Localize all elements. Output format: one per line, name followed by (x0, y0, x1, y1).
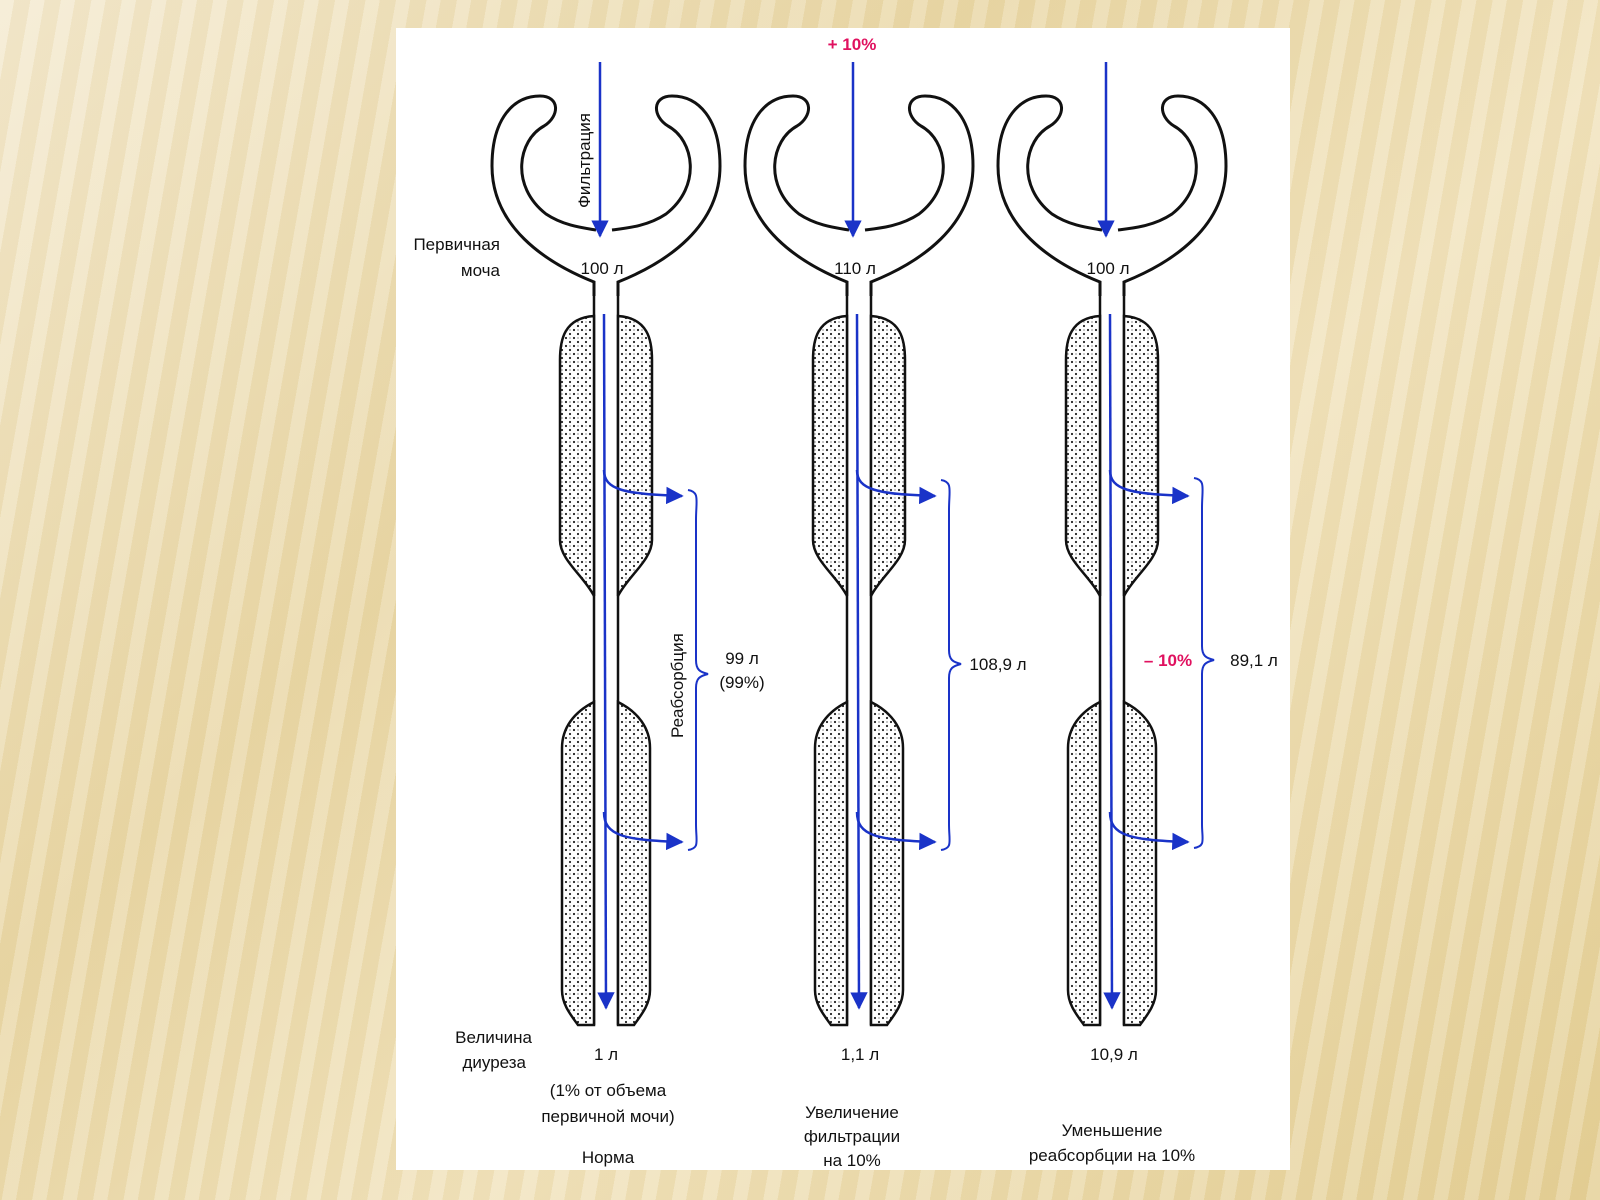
reabsorbed-percent-normal: (99%) (719, 673, 764, 692)
reabsorbed-volume-normal: 99 л (725, 649, 759, 668)
reabsorption-brace (1193, 477, 1215, 849)
tubule-flow-arrow (1103, 313, 1121, 1010)
nephron-decreased-reabsorption (996, 62, 1228, 1027)
filtration-label: Фильтрация (575, 113, 594, 208)
bowman-capsule (996, 94, 1228, 296)
primary-volume-normal: 100 л (580, 259, 623, 278)
epithelium-upper-right (869, 314, 907, 597)
reabsorption-brace (940, 479, 962, 851)
reabsorption-arrow-lower (855, 811, 937, 851)
nephron-normal (490, 62, 722, 1027)
output-volume-decreased: 10,9 л (1090, 1045, 1138, 1064)
epithelium-lower-right (869, 699, 905, 1027)
caption-decreased-line-1: Уменьшение (1062, 1121, 1163, 1140)
tubule-flow-arrow (597, 313, 615, 1010)
primary-volume-decreased: 100 л (1086, 259, 1129, 278)
reabsorption-arrow-upper (1108, 469, 1190, 505)
reabsorption-label: Реабсорбция (668, 633, 687, 738)
reabsorption-arrow-upper (602, 469, 684, 505)
output-volume-increased: 1,1 л (841, 1045, 879, 1064)
reabsorption-decrease-mark: – 10% (1144, 651, 1192, 670)
nephron-increased-filtration (743, 62, 975, 1027)
filtration-increase-mark: + 10% (828, 35, 877, 54)
tubule-flow-arrow (850, 313, 868, 1010)
epithelium-lower-left (560, 699, 596, 1027)
epithelium-upper-left (558, 314, 596, 597)
caption-increased-line-1: Увеличение (805, 1103, 899, 1122)
reabsorbed-volume-increased: 108,9 л (969, 655, 1026, 674)
primary-volume-increased: 110 л (834, 259, 876, 278)
epithelium-lower-left (813, 699, 849, 1027)
epithelium-lower-right (616, 699, 652, 1027)
reabsorption-arrow-upper (855, 469, 937, 505)
epithelium-upper-right (616, 314, 654, 597)
primary-urine-label-2: моча (461, 261, 501, 280)
reabsorption-arrow-lower (1108, 811, 1190, 851)
note-line-1: (1% от объема (550, 1081, 667, 1100)
reabsorption-arrow-lower (602, 811, 684, 851)
bowman-capsule (490, 94, 722, 296)
epithelium-lower-left (1066, 699, 1102, 1027)
note-line-2: первичной мочи) (541, 1107, 674, 1126)
epithelium-upper-left (811, 314, 849, 597)
primary-urine-label-1: Первичная (413, 235, 500, 254)
caption-increased-line-3: на 10% (823, 1151, 881, 1170)
caption-decreased-line-2: реабсорбции на 10% (1029, 1146, 1195, 1165)
epithelium-upper-right (1122, 314, 1160, 597)
epithelium-upper-left (1064, 314, 1102, 597)
caption-normal-line-1: Норма (582, 1148, 635, 1167)
caption-increased-line-2: фильтрации (804, 1127, 900, 1146)
diuresis-label-1: Величина (455, 1028, 532, 1047)
bowman-capsule (743, 94, 975, 296)
output-volume-normal: 1 л (594, 1045, 618, 1064)
epithelium-lower-right (1122, 699, 1158, 1027)
diuresis-label-2: диуреза (462, 1053, 526, 1072)
reabsorption-brace (687, 489, 709, 851)
reabsorbed-volume-decreased: 89,1 л (1230, 651, 1278, 670)
